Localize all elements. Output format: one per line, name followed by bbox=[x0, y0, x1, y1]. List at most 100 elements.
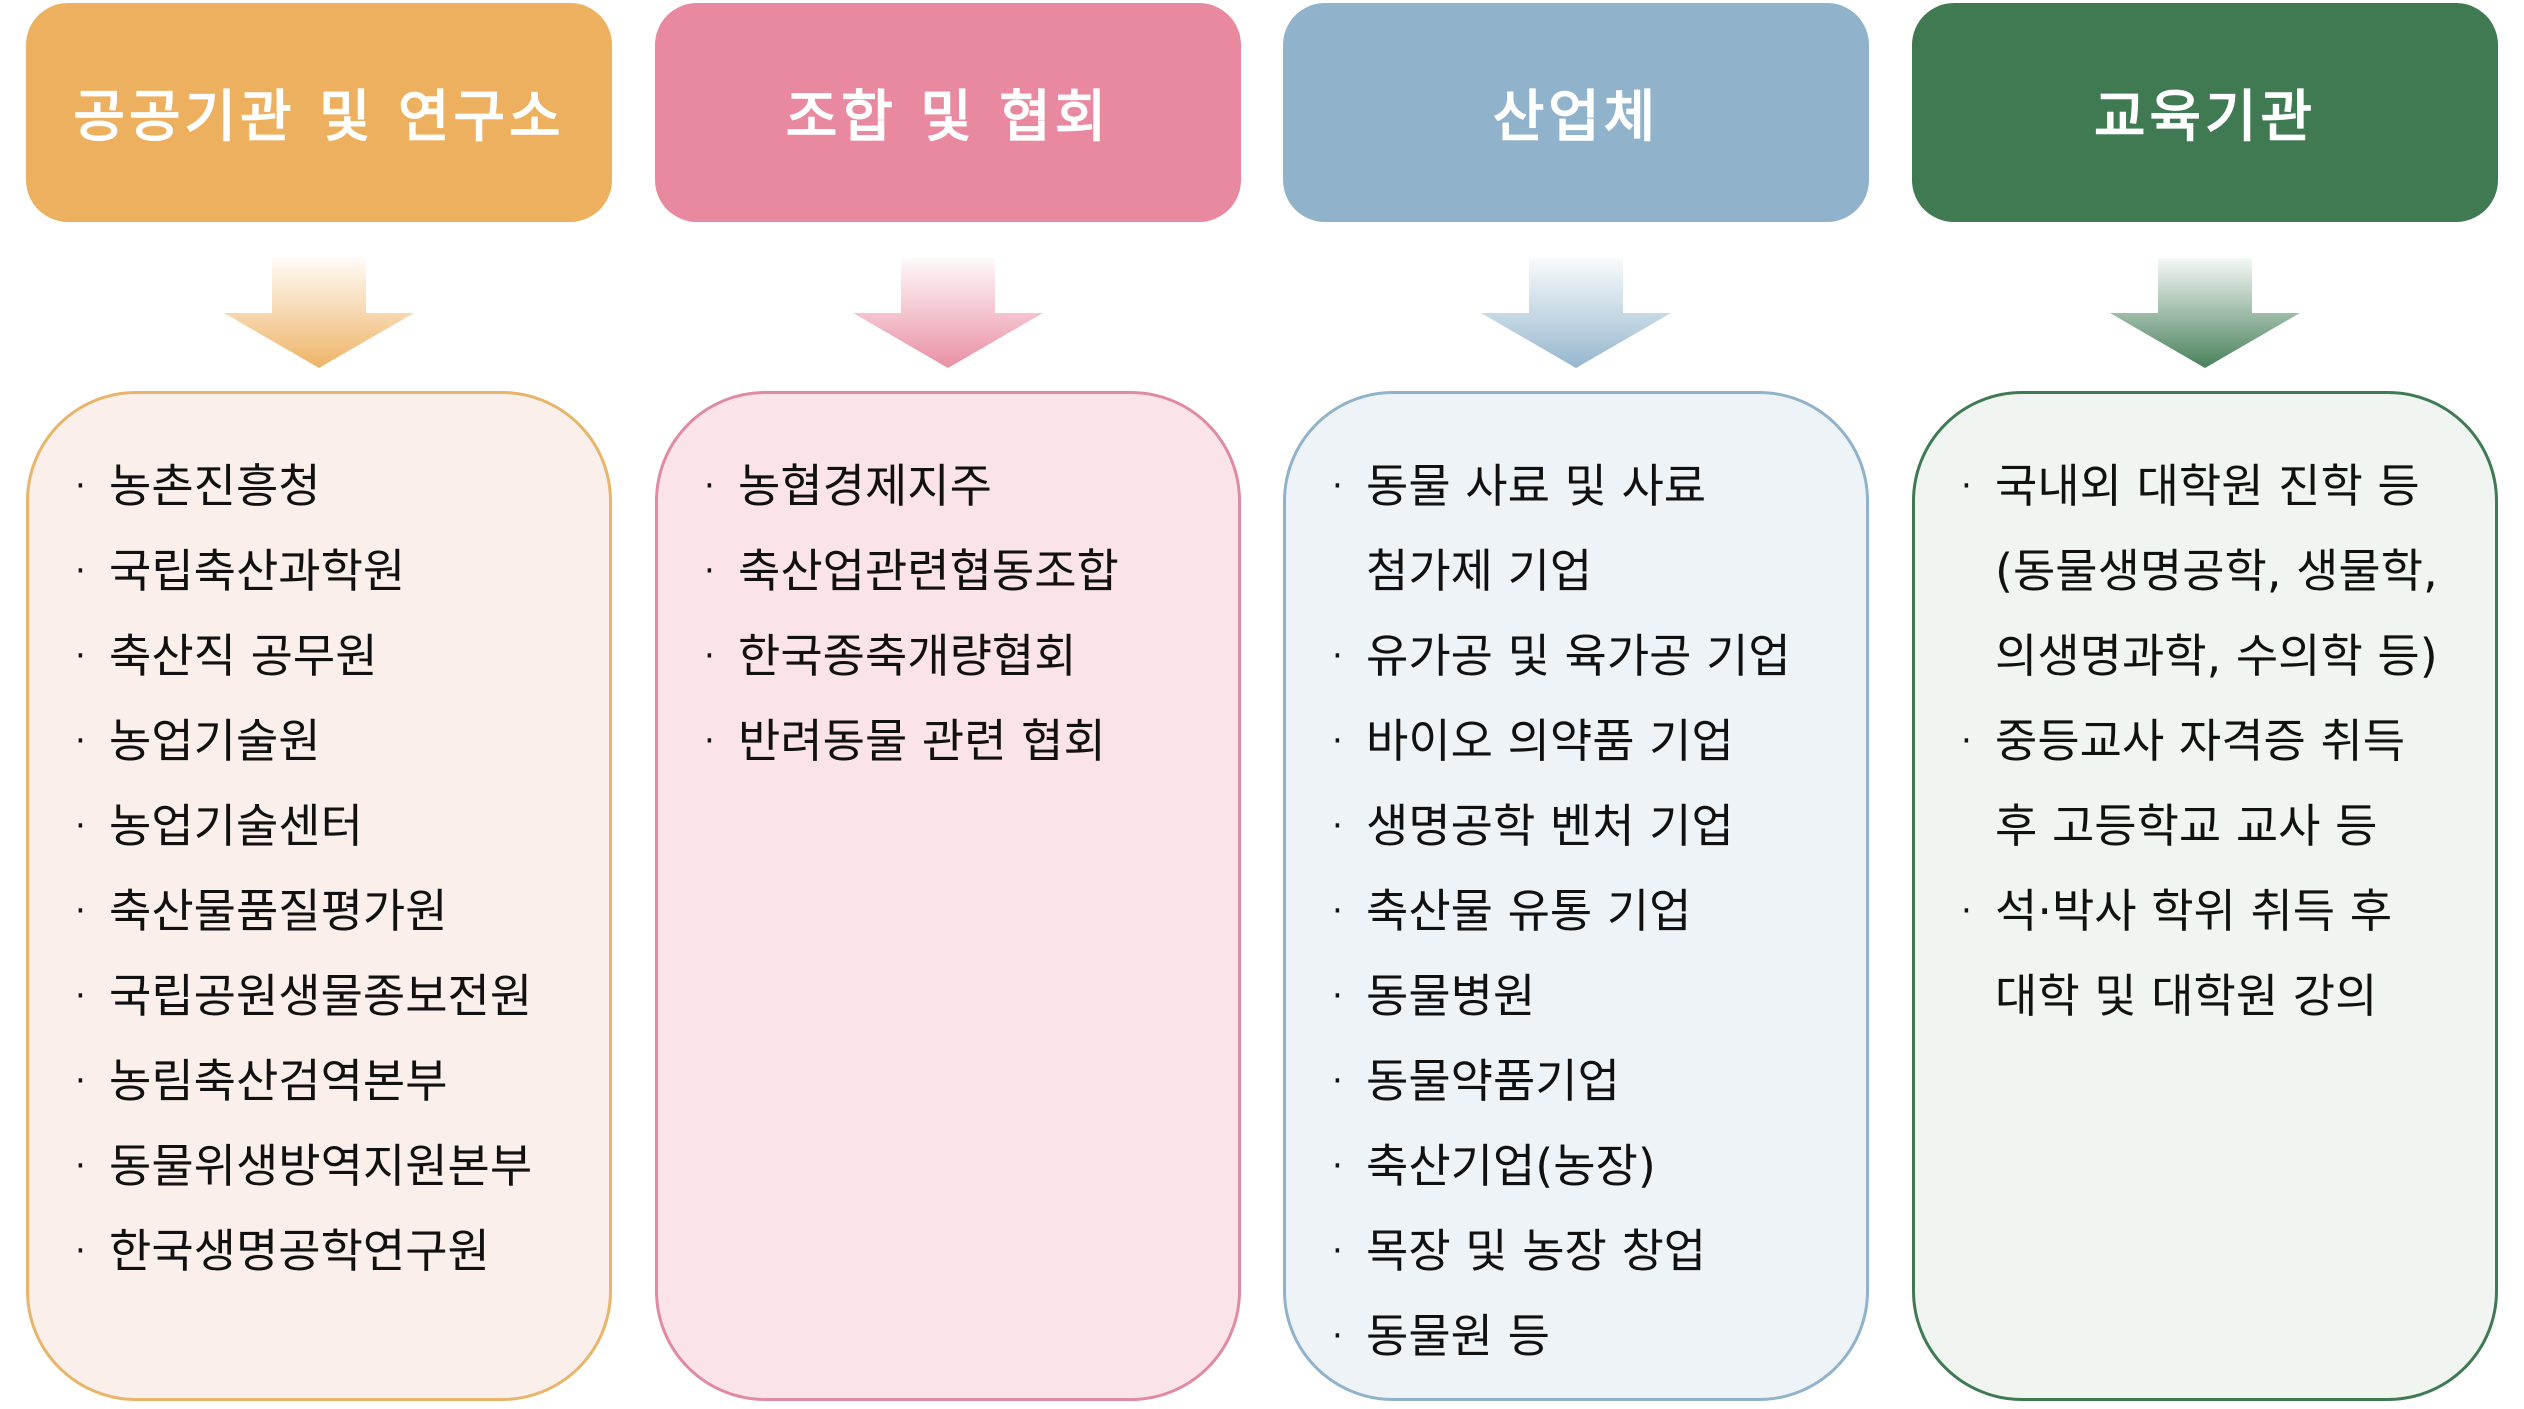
bullet: · bbox=[75, 891, 86, 931]
list-item: · 동물병원 bbox=[1332, 954, 1866, 1039]
list-item-text: 중등교사 자격증 취득 bbox=[1995, 714, 2406, 768]
career-list: ·농협경제지주·축산업관련협동조합·한국종축개량협회·반려동물 관련 협회 bbox=[655, 391, 1241, 1401]
list-item-text: 대학 및 대학원 강의 bbox=[1995, 969, 2378, 1023]
bullet: · bbox=[75, 636, 86, 676]
bullet: · bbox=[75, 551, 86, 591]
bullet: · bbox=[75, 1146, 86, 1186]
career-column: 교육기관 · 국내외 대학원 진학 등 (동물생명공학, 생물학, 의생명과학, 수… bbox=[1912, 0, 2498, 1409]
list-item-text: 동물위생방역지원본부 bbox=[109, 1139, 533, 1193]
bullet: · bbox=[704, 551, 715, 591]
bullet bbox=[1961, 954, 1995, 1039]
list-item: ·농업기술원 bbox=[75, 699, 609, 784]
bullet bbox=[1961, 529, 1995, 614]
bullet: · bbox=[75, 806, 86, 846]
list-item-text: 국립공원생물종보전원 bbox=[109, 969, 533, 1023]
list-item-text: 의생명과학, 수의학 등) bbox=[1995, 629, 2438, 683]
bullet bbox=[1332, 529, 1366, 614]
list-item: 대학 및 대학원 강의 bbox=[1961, 954, 2495, 1039]
list-item-text: 농림축산검역본부 bbox=[109, 1054, 448, 1108]
down-arrow-icon bbox=[1481, 258, 1671, 368]
list-item: · 동물위생방역지원본부 bbox=[75, 1124, 609, 1209]
list-item: · 축산물 유통 기업 bbox=[1332, 869, 1866, 954]
bullet: · bbox=[1961, 466, 1972, 506]
column-header: 공공기관 및 연구소 bbox=[26, 3, 612, 222]
list-item-text: 축산직 공무원 bbox=[109, 629, 378, 683]
list-item-text: 유가공 및 육가공 기업 bbox=[1366, 629, 1791, 683]
list-item-text: 축산물 유통 기업 bbox=[1366, 884, 1692, 938]
list-item: · 중등교사 자격증 취득 bbox=[1961, 699, 2495, 784]
list-item: · 목장 및 농장 창업 bbox=[1332, 1209, 1866, 1294]
column-header: 산업체 bbox=[1283, 3, 1869, 222]
list-item: · 축산직 공무원 bbox=[75, 614, 609, 699]
list-item: · 동물약품기업 bbox=[1332, 1039, 1866, 1124]
bullet: · bbox=[704, 466, 715, 506]
list-item-text: 축산업관련협동조합 bbox=[738, 544, 1119, 598]
list-item: · 축산기업(농장) bbox=[1332, 1124, 1866, 1209]
list-item-text: 반려동물 관련 협회 bbox=[738, 714, 1106, 768]
list-item: · 농림축산검역본부 bbox=[75, 1039, 609, 1124]
list-item: · 바이오 의약품 기업 bbox=[1332, 699, 1866, 784]
bullet: · bbox=[1332, 721, 1343, 761]
list-item-text: 석·박사 학위 취득 후 bbox=[1995, 884, 2393, 938]
bullet: · bbox=[704, 636, 715, 676]
list-item: · 국립공원생물종보전원 bbox=[75, 954, 609, 1039]
list-item-text: 첨가제 기업 bbox=[1366, 544, 1593, 598]
list-item-text: 국내외 대학원 진학 등 bbox=[1995, 459, 2420, 513]
bullet: · bbox=[75, 976, 86, 1016]
column-header: 조합 및 협회 bbox=[655, 3, 1241, 222]
list-item: · 축산물품질평가원 bbox=[75, 869, 609, 954]
list-item: ·생명공학 벤처 기업 bbox=[1332, 784, 1866, 869]
list-item: · 반려동물 관련 협회 bbox=[704, 699, 1238, 784]
bullet: · bbox=[704, 721, 715, 761]
bullet: · bbox=[1332, 976, 1343, 1016]
bullet: · bbox=[75, 1061, 86, 1101]
list-item: · 농촌진흥청 bbox=[75, 444, 609, 529]
bullet: · bbox=[1332, 636, 1343, 676]
bullet: · bbox=[75, 466, 86, 506]
bullet: · bbox=[1332, 891, 1343, 931]
career-list: · 국내외 대학원 진학 등 (동물생명공학, 생물학, 의생명과학, 수의학 등)… bbox=[1912, 391, 2498, 1401]
bullet: · bbox=[1332, 1146, 1343, 1186]
down-arrow-icon bbox=[224, 258, 414, 368]
list-item: ·국립축산과학원 bbox=[75, 529, 609, 614]
down-arrow-icon bbox=[2110, 258, 2300, 368]
list-item-text: 농협경제지주 bbox=[738, 459, 992, 513]
down-arrow-icon bbox=[853, 258, 1043, 368]
list-item: ·동물원 등 bbox=[1332, 1294, 1866, 1379]
career-list: ·농촌진흥청·국립축산과학원·축산직 공무원·농업기술원·농업기술센터·축산물품… bbox=[26, 391, 612, 1401]
bullet: · bbox=[1332, 1231, 1343, 1271]
bullet bbox=[1961, 614, 1995, 699]
list-item-text: 농업기술원 bbox=[109, 714, 321, 768]
list-item-text: 농업기술센터 bbox=[109, 799, 363, 853]
list-item: · 동물 사료 및 사료 bbox=[1332, 444, 1866, 529]
list-item-text: (동물생명공학, 생물학, bbox=[1995, 544, 2438, 598]
list-item: ·한국생명공학연구원 bbox=[75, 1209, 609, 1294]
list-item: ·한국종축개량협회 bbox=[704, 614, 1238, 699]
bullet: · bbox=[1332, 1061, 1343, 1101]
bullet bbox=[1961, 784, 1995, 869]
list-item-text: 동물약품기업 bbox=[1366, 1054, 1620, 1108]
list-item-text: 바이오 의약품 기업 bbox=[1366, 714, 1734, 768]
list-item: · 농업기술센터 bbox=[75, 784, 609, 869]
list-item-text: 농촌진흥청 bbox=[109, 459, 321, 513]
list-item-text: 동물원 등 bbox=[1366, 1309, 1550, 1363]
bullet: · bbox=[1332, 466, 1343, 506]
list-item-text: 축산물품질평가원 bbox=[109, 884, 448, 938]
list-item: 첨가제 기업 bbox=[1332, 529, 1866, 614]
career-column: 조합 및 협회 ·농협경제지주·축산업관련협동조합·한국종축개량협회·반려동물 … bbox=[655, 0, 1241, 1409]
bullet: · bbox=[1961, 721, 1972, 761]
column-header: 교육기관 bbox=[1912, 3, 2498, 222]
list-item: · 유가공 및 육가공 기업 bbox=[1332, 614, 1866, 699]
list-item-text: 후 고등학교 교사 등 bbox=[1995, 799, 2378, 853]
list-item: 의생명과학, 수의학 등) bbox=[1961, 614, 2495, 699]
list-item-text: 동물 사료 및 사료 bbox=[1366, 459, 1707, 513]
list-item-text: 축산기업(농장) bbox=[1366, 1139, 1656, 1193]
list-item-text: 동물병원 bbox=[1366, 969, 1536, 1023]
list-item-text: 목장 및 농장 창업 bbox=[1366, 1224, 1707, 1278]
list-item: · 축산업관련협동조합 bbox=[704, 529, 1238, 614]
career-column: 공공기관 및 연구소 ·농촌진흥청·국립축산과학원·축산직 공무원·농업기술원·… bbox=[26, 0, 612, 1409]
list-item-text: 생명공학 벤처 기업 bbox=[1366, 799, 1734, 853]
bullet: · bbox=[75, 1231, 86, 1271]
